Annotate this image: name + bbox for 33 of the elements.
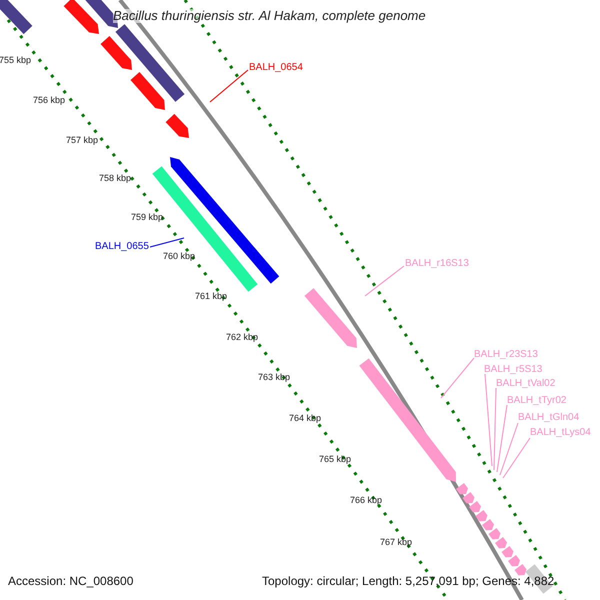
accession-text: Accession: NC_008600 — [8, 575, 134, 588]
leader-line — [496, 404, 508, 472]
tick-label: 760 kbp — [163, 252, 196, 262]
tick-label: 756 kbp — [33, 96, 66, 106]
tick-label: 758 kbp — [99, 174, 132, 184]
gene-label: BALH_0654 — [249, 62, 303, 73]
leader-line — [364, 266, 404, 296]
tick-label: 759 kbp — [131, 213, 164, 223]
tick-label: 765 kbp — [319, 455, 352, 465]
gene-label: BALH_0655 — [95, 241, 149, 252]
tick-label: 762 kbp — [226, 333, 258, 343]
tick-label: 767 kbp — [380, 538, 412, 548]
gene-label: BALH_tTyr02 — [507, 395, 566, 406]
tick-label: 763 kbp — [258, 373, 290, 383]
gene-label: BALH_r5S13 — [484, 364, 542, 375]
gene-label: BALH_r23S13 — [474, 349, 538, 360]
leader-line — [210, 70, 248, 102]
tick-label: 761 kbp — [195, 292, 228, 302]
tick-label: 764 kbp — [289, 414, 322, 424]
gene-label: BALH_tGln04 — [518, 412, 580, 423]
leader-line — [494, 388, 496, 470]
leader-line — [440, 358, 474, 398]
tick-label: 757 kbp — [66, 136, 98, 146]
title: Bacillus thuringiensis str. Al Hakam, complete genome — [113, 9, 426, 24]
genome-summary-text: Topology: circular; Length: 5,257,091 bp; Genes: 4,882 — [262, 575, 554, 588]
leader-line — [502, 438, 530, 478]
leader-line — [150, 238, 184, 248]
gene-label: BALH_tVal02 — [496, 378, 556, 389]
gene-label: BALH_r16S13 — [405, 258, 469, 269]
leader-line — [484, 374, 492, 466]
tick-label: 766 kbp — [350, 496, 382, 506]
gene-label: BALH_tLys04 — [530, 427, 591, 438]
leader-line — [500, 422, 518, 476]
